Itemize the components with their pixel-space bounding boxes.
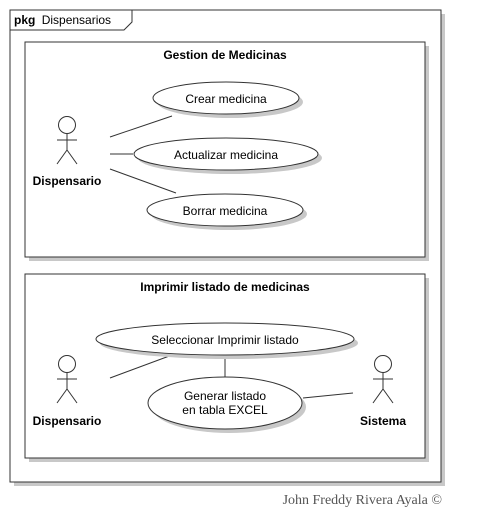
subsystem-imprimir-listado: Imprimir listado de medicinas Dispensari…	[24, 273, 429, 462]
actor-dispensario: Dispensario	[33, 355, 102, 428]
use-case-ellipse	[95, 322, 355, 356]
use-case-seleccionar-imprimir: Seleccionar Imprimir listado	[95, 322, 358, 359]
footer-credit: John Freddy Rivera Ayala ©	[283, 493, 443, 508]
actor-leg-left	[372, 388, 384, 404]
use-case-ellipse	[147, 376, 303, 430]
association-seleccionar	[109, 354, 173, 379]
actor-leg-right	[66, 388, 78, 404]
use-case-generar-listado: Generar listado en tabla EXCEL	[147, 376, 306, 433]
association-borrar	[109, 168, 177, 194]
subsystem-gestion-medicinas: Gestion de Medicinas Dispensario Crear m…	[24, 41, 429, 261]
actor-name: Dispensario	[33, 174, 102, 188]
package-tab	[9, 9, 133, 31]
association-sistema	[302, 392, 354, 399]
use-case-ellipse	[146, 193, 304, 227]
use-case-label: Seleccionar Imprimir listado	[151, 333, 299, 347]
package-name: Dispensarios	[42, 13, 111, 27]
use-case-ellipse	[133, 137, 319, 171]
subsystem-title: Gestion de Medicinas	[163, 48, 287, 62]
actor-sistema: Sistema	[360, 355, 406, 428]
use-case-label: Borrar medicina	[183, 204, 268, 218]
use-case-label-line-2: en tabla EXCEL	[182, 403, 268, 417]
actor-name: Dispensario	[33, 414, 102, 428]
package-keyword: pkg	[14, 13, 35, 27]
actor-name: Sistema	[360, 414, 406, 428]
use-case-label-line-1: Generar listado	[184, 389, 266, 403]
association-crear	[109, 115, 173, 138]
actor-leg-right	[66, 149, 78, 165]
use-case-borrar-medicina: Borrar medicina	[146, 193, 307, 230]
subsystem-title: Imprimir listado de medicinas	[140, 280, 310, 294]
actor-leg-right	[382, 388, 394, 404]
actor-leg-left	[56, 388, 68, 404]
package-label: pkg Dispensarios	[14, 13, 111, 27]
use-case-ellipse	[152, 81, 300, 115]
use-case-label: Actualizar medicina	[174, 148, 278, 162]
actor-leg-left	[56, 149, 68, 165]
use-case-crear-medicina: Crear medicina	[152, 81, 303, 118]
use-case-label: Crear medicina	[185, 92, 267, 106]
actor-head	[58, 116, 76, 134]
actor-head	[374, 355, 392, 373]
actor-dispensario: Dispensario	[33, 116, 102, 188]
use-case-actualizar-medicina: Actualizar medicina	[133, 137, 322, 174]
actor-head	[58, 355, 76, 373]
